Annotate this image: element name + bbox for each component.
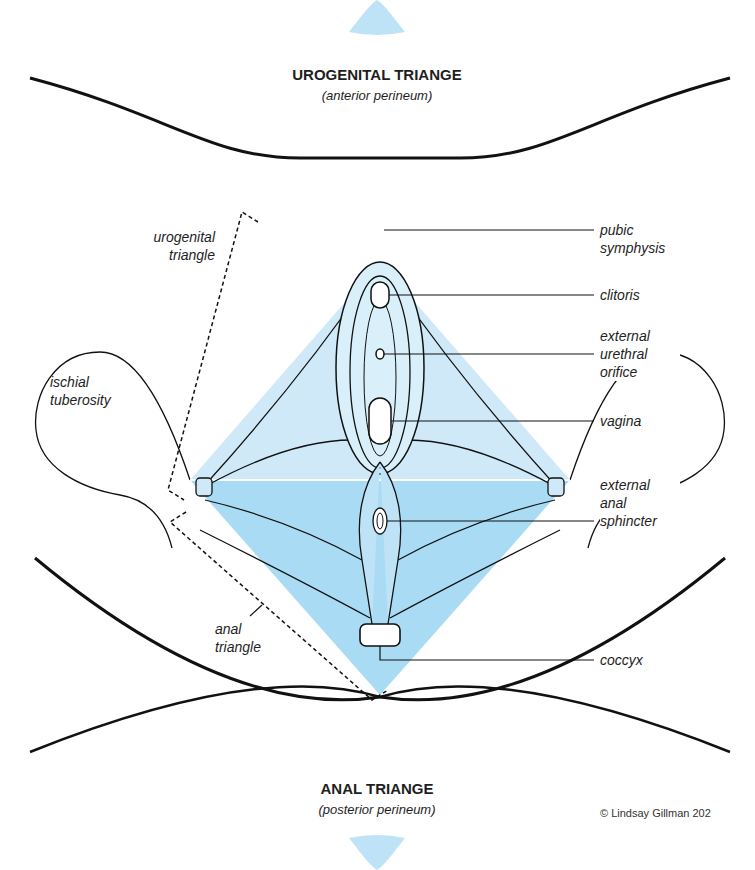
muscle-line: [200, 530, 370, 618]
leader-line: [384, 353, 594, 354]
leader-line: [391, 420, 594, 421]
part-label: external anal sphincter: [600, 476, 680, 530]
ischial-tip: [196, 478, 212, 496]
anal-region: [190, 480, 570, 695]
region-heading: UROGENITAL TRIANGE: [292, 66, 461, 84]
ischial-outline: [570, 352, 724, 548]
leader-line: [389, 294, 594, 295]
part-label: clitoris: [600, 286, 680, 304]
muscle-line: [408, 440, 554, 486]
region-subheading: (anterior perineum): [322, 88, 433, 104]
region-divider: [190, 479, 570, 481]
ischial-tip: [548, 478, 564, 496]
leader-line: [380, 646, 594, 660]
direction-drop: [349, 835, 405, 870]
direction-drop: [349, 0, 405, 35]
region-label: urogenital triangle: [125, 228, 215, 264]
body-outline: [30, 686, 380, 752]
part-label: pubic symphysis: [600, 221, 680, 257]
leader-line: [387, 520, 594, 521]
labia-outline: [350, 276, 410, 468]
urethra-shape: [376, 349, 384, 359]
muscle-line: [390, 530, 560, 618]
sphincter-shape: [359, 462, 400, 624]
region-bracket: [170, 512, 388, 700]
part-label: external urethral orifice: [600, 327, 680, 381]
leader-line: [250, 605, 262, 616]
anus-shape: [373, 508, 387, 534]
body-outline: [30, 78, 730, 158]
labia-outline: [364, 300, 396, 456]
region-label: anal triangle: [215, 620, 285, 656]
muscle-line: [206, 440, 352, 486]
leader-line: [384, 229, 594, 230]
clitoris-shape: [371, 282, 389, 308]
part-label: ischial tuberosity: [50, 373, 140, 409]
region-subheading: (posterior perineum): [318, 802, 435, 818]
body-outline: [380, 686, 730, 752]
anus-shape: [377, 513, 383, 529]
muscle-line: [398, 500, 555, 560]
ischial-outline: [36, 352, 190, 548]
coccyx-shape: [360, 624, 400, 646]
part-label: coccyx: [600, 651, 680, 669]
copyright-note: © Lindsay Gillman 202: [600, 806, 711, 820]
region-heading: ANAL TRIANGE: [320, 780, 433, 798]
part-label: vagina: [600, 412, 680, 430]
vulva-outline: [336, 262, 424, 474]
muscle-line: [205, 500, 362, 560]
vagina-shape: [369, 398, 391, 444]
